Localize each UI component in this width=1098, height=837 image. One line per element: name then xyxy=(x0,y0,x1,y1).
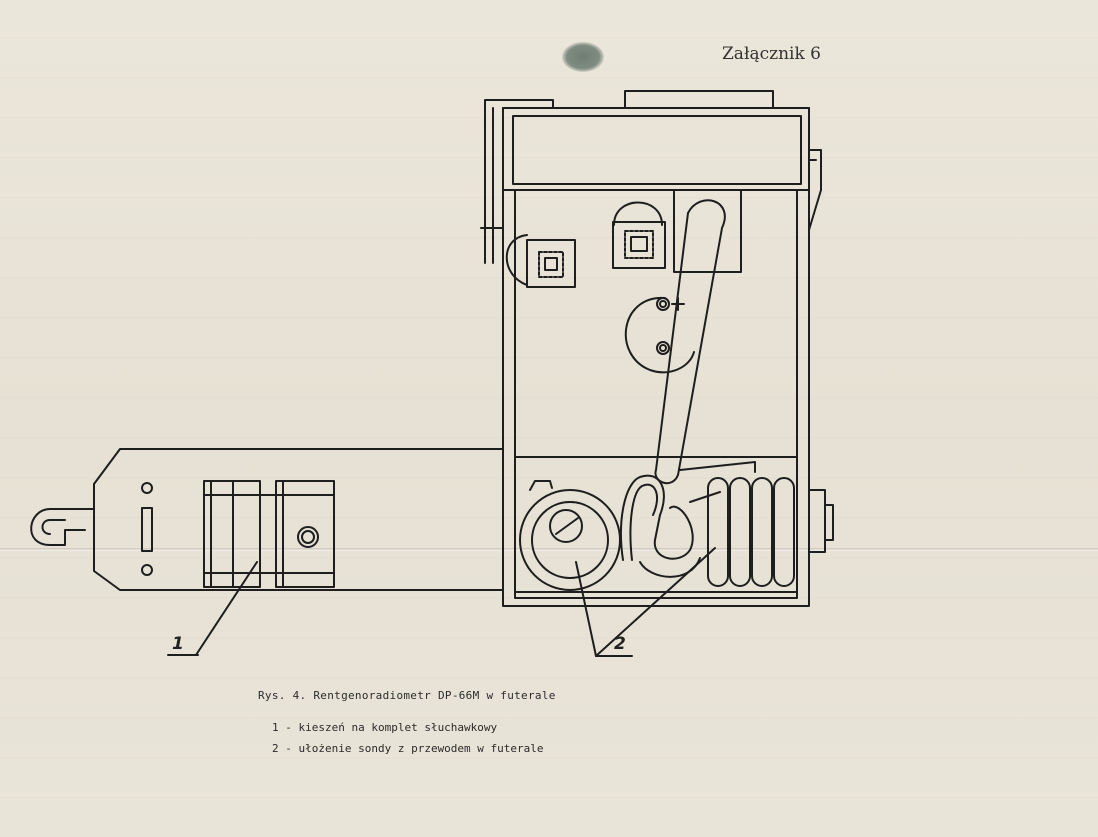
annex-label: Załącznik 6 xyxy=(722,44,821,64)
snap-top xyxy=(612,201,666,269)
strap-pocket xyxy=(30,448,504,656)
legend-item-1: 1 - kieszeń na komplet słuchawkowy xyxy=(272,721,498,734)
legend: 1 - kieszeń na komplet słuchawkowy 2 - u… xyxy=(272,721,544,763)
legend-item-2: 2 - ułożenie sondy z przewodem w futeral… xyxy=(272,742,544,755)
probe-handle xyxy=(624,189,742,485)
figure-caption: Rys. 4. Rentgenoradiometr DP-66M w futer… xyxy=(258,689,556,702)
case-body xyxy=(480,90,834,607)
fold-crease xyxy=(0,548,1098,551)
callout-2-label: 2 xyxy=(614,634,626,654)
callout-1-label: 1 xyxy=(172,634,184,654)
snap-left xyxy=(505,234,576,288)
ink-stain xyxy=(562,42,604,72)
probe-compartment xyxy=(519,461,795,657)
